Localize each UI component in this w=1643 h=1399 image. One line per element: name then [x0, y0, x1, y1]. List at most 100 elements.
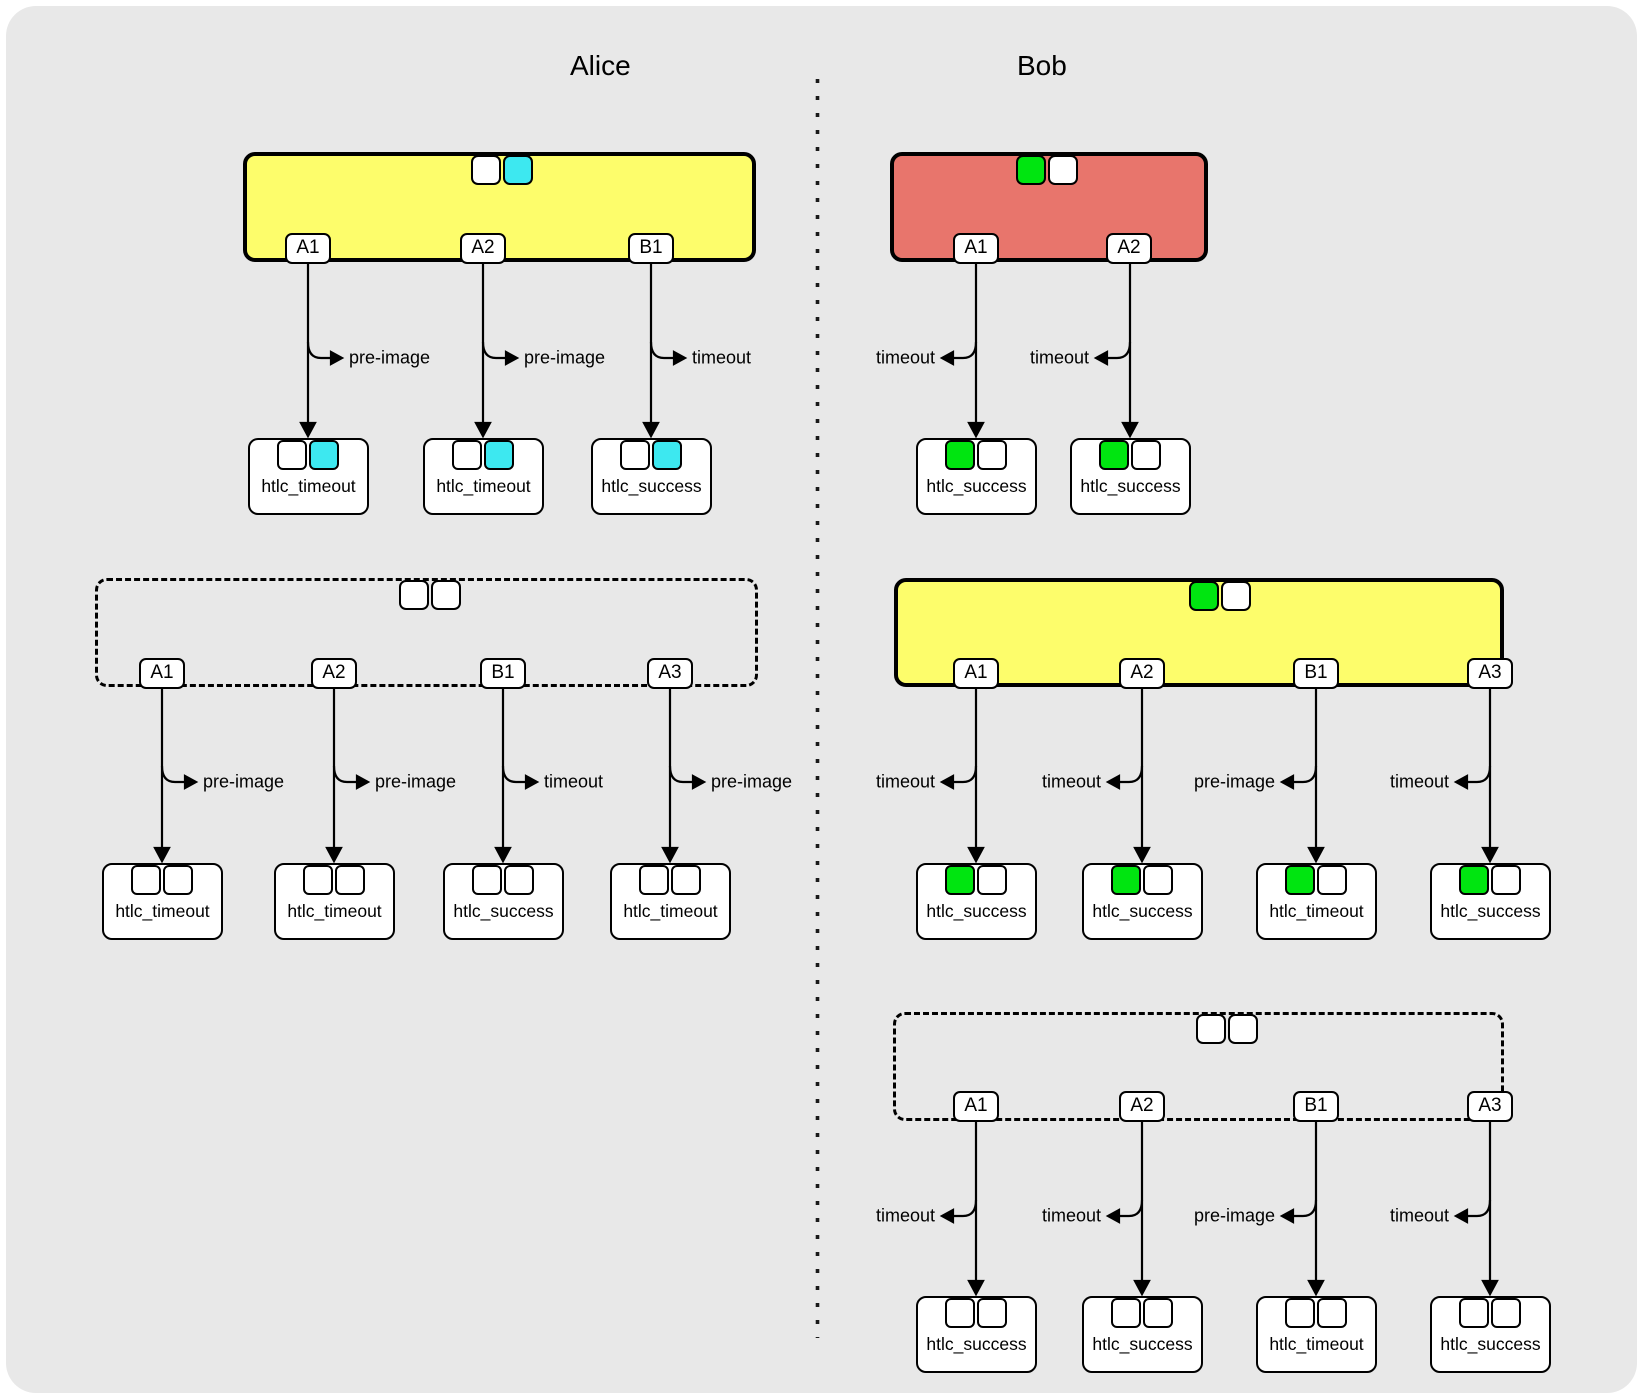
- htlc-tx-box: htlc_timeout: [274, 863, 395, 940]
- alice-commitment-tx-1: A1 A2 B1: [243, 152, 756, 264]
- htlc-tx-label: htlc_timeout: [436, 476, 531, 496]
- htlc-square: [1111, 1298, 1141, 1328]
- revocation-square: [1189, 581, 1219, 611]
- output-tab-A1: A1: [953, 658, 999, 689]
- spend-action-label: timeout: [875, 771, 935, 792]
- arrow-alice-c2-A3: [661, 689, 707, 864]
- revocation-square: [431, 580, 461, 610]
- htlc-square: [452, 440, 482, 470]
- output-tab-A2: A2: [1119, 1091, 1165, 1122]
- bob-commitment-tx-2: A1 A2 B1 A3: [894, 578, 1513, 689]
- arrow-bob-c1-A2: [1093, 264, 1139, 439]
- bob-commitment-tx-1: A1 A2: [890, 152, 1208, 264]
- arrow-bob-c2-B1: [1279, 689, 1325, 864]
- spend-action-label: pre-image: [203, 771, 285, 792]
- htlc-tx-box: htlc_success: [916, 863, 1037, 940]
- spend-action-label: timeout: [1389, 771, 1449, 792]
- output-tab-A3: A3: [647, 658, 693, 689]
- arrow-alice-c1-B1: [642, 264, 688, 439]
- htlc-tx-box: htlc_timeout: [610, 863, 731, 940]
- alice-commitment-tx-2: A1 A2 B1 A3: [95, 578, 758, 689]
- htlc-square: [1491, 865, 1521, 895]
- revocation-square: [1016, 155, 1046, 185]
- spend-action-label: pre-image: [349, 347, 431, 368]
- htlc-square: [303, 865, 333, 895]
- output-tab-A2: A2: [311, 658, 357, 689]
- htlc-square: [163, 865, 193, 895]
- htlc-tx-label: htlc_success: [926, 1334, 1027, 1354]
- revocation-square: [471, 155, 501, 185]
- arrow-bob-c2-A1: [939, 689, 985, 864]
- htlc-tx-label: htlc_timeout: [623, 901, 718, 921]
- htlc-square: [1143, 865, 1173, 895]
- output-tab-A2: A2: [1106, 233, 1152, 264]
- htlc-tx-box: htlc_success: [591, 438, 712, 515]
- spend-action-label: timeout: [875, 347, 935, 368]
- arrow-alice-c1-A2: [474, 264, 520, 439]
- htlc-square: [620, 440, 650, 470]
- htlc-square: [945, 1298, 975, 1328]
- htlc-square: [277, 440, 307, 470]
- htlc-tx-label: htlc_success: [1440, 901, 1541, 921]
- arrow-bob-c2-A3: [1453, 689, 1499, 864]
- htlc-square: [1317, 865, 1347, 895]
- htlc-tx-label: htlc_success: [1440, 1334, 1541, 1354]
- output-tab-A1: A1: [139, 658, 185, 689]
- htlc-square: [977, 865, 1007, 895]
- htlc-square: [945, 440, 975, 470]
- bob-title: Bob: [1017, 50, 1067, 81]
- htlc-square: [945, 865, 975, 895]
- spend-action-label: timeout: [1041, 1205, 1101, 1226]
- htlc-tx-box: htlc_timeout: [1256, 1296, 1377, 1373]
- htlc-tx-label: htlc_success: [1080, 476, 1181, 496]
- revocation-square: [399, 580, 429, 610]
- htlc-square: [504, 865, 534, 895]
- htlc-tx-box: htlc_timeout: [423, 438, 544, 515]
- arrow-alice-c1-A1: [299, 264, 345, 439]
- htlc-tx-label: htlc_success: [453, 901, 554, 921]
- htlc-square: [639, 865, 669, 895]
- spend-action-label: pre-image: [711, 771, 793, 792]
- spend-action-label: timeout: [875, 1205, 935, 1226]
- htlc-square: [652, 440, 682, 470]
- htlc-tx-label: htlc_success: [926, 901, 1027, 921]
- output-tab-B1: B1: [480, 658, 526, 689]
- revocation-square: [1196, 1014, 1226, 1044]
- arrow-bob-c1-A1: [939, 264, 985, 439]
- revocation-square: [503, 155, 533, 185]
- htlc-square: [1131, 440, 1161, 470]
- htlc-square: [977, 440, 1007, 470]
- diagram-canvas: Alice Bob: [6, 6, 1637, 1393]
- htlc-tx-box: htlc_success: [916, 438, 1037, 515]
- htlc-tx-label: htlc_timeout: [1269, 1334, 1364, 1354]
- arrow-bob-c3-A1: [939, 1121, 985, 1297]
- spend-action-label: timeout: [544, 771, 604, 792]
- htlc-tx-box: htlc_success: [1430, 863, 1551, 940]
- htlc-square: [1459, 865, 1489, 895]
- htlc-square: [1317, 1298, 1347, 1328]
- htlc-tx-label: htlc_success: [1092, 1334, 1193, 1354]
- htlc-square: [335, 865, 365, 895]
- htlc-square: [1491, 1298, 1521, 1328]
- htlc-tx-box: htlc_success: [1082, 1296, 1203, 1373]
- output-tab-A1: A1: [953, 1091, 999, 1122]
- output-tab-A1: A1: [285, 233, 331, 264]
- htlc-square: [1285, 865, 1315, 895]
- output-tab-A3: A3: [1467, 658, 1513, 689]
- bob-commitment-tx-3: A1 A2 B1 A3: [893, 1012, 1513, 1122]
- output-tab-A2: A2: [460, 233, 506, 264]
- htlc-square: [309, 440, 339, 470]
- output-tab-A2: A2: [1119, 658, 1165, 689]
- spend-action-label: pre-image: [1193, 1205, 1275, 1226]
- spend-action-label: pre-image: [1193, 771, 1275, 792]
- htlc-square: [131, 865, 161, 895]
- output-tab-B1: B1: [1293, 1091, 1339, 1122]
- spend-action-label: timeout: [1041, 771, 1101, 792]
- htlc-tx-label: htlc_success: [1092, 901, 1193, 921]
- arrow-alice-c2-A1: [153, 689, 199, 864]
- output-tab-B1: B1: [1293, 658, 1339, 689]
- htlc-tx-label: htlc_timeout: [261, 476, 356, 496]
- arrow-bob-c3-A3: [1453, 1121, 1499, 1297]
- spend-action-label: pre-image: [524, 347, 606, 368]
